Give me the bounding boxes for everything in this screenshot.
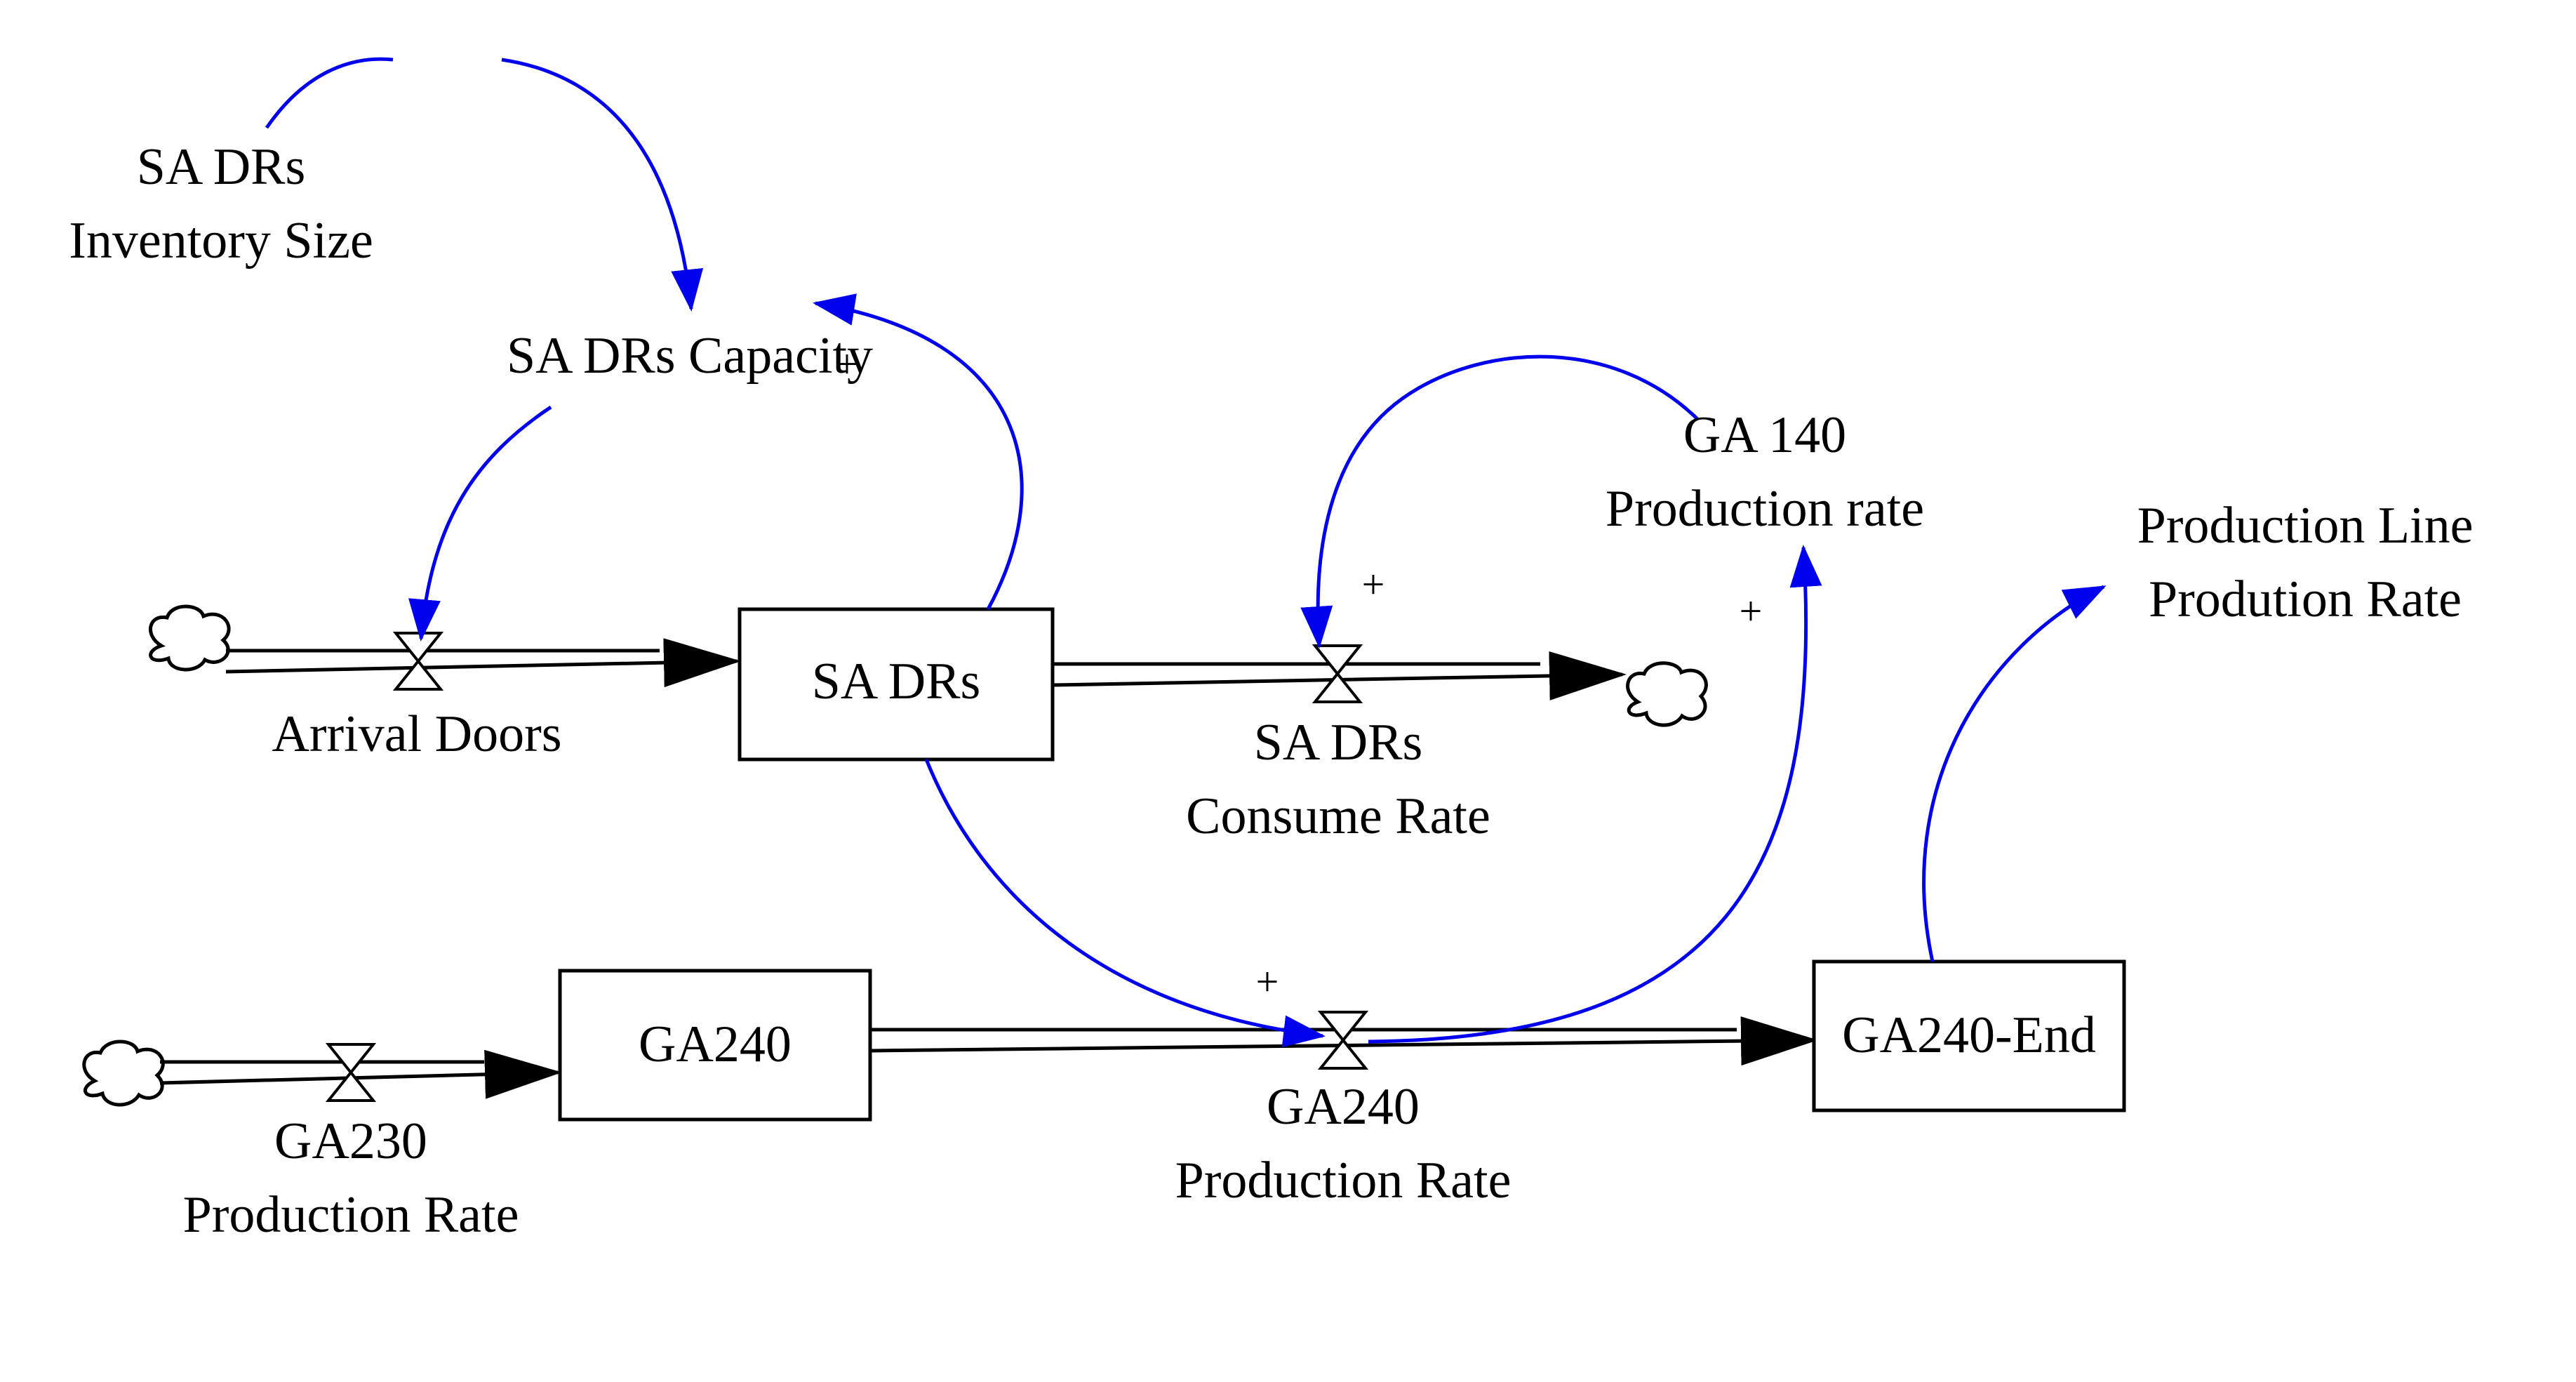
- variable-label-line: Production rate: [1606, 480, 1924, 538]
- link-ga240-prod-to-ga140: [1368, 545, 1822, 1044]
- link-inventory-to-capacity: [265, 57, 691, 309]
- variable-ga140-production-rate[interactable]: GA 140 Production rate: [1606, 406, 1924, 538]
- link-ga140-to-consume: [1300, 354, 1700, 649]
- flow-ga230-production-rate[interactable]: GA230 Production Rate: [183, 1112, 519, 1244]
- variable-sa-drs-capacity[interactable]: SA DRs Capacity: [507, 327, 873, 385]
- variable-label-line: Prodution Rate: [2149, 571, 2462, 628]
- cloud-sink-icon: [1626, 661, 1708, 727]
- flow-label-line: Consume Rate: [1186, 788, 1490, 845]
- variable-label-line: Production Line: [2137, 497, 2474, 554]
- flow-label-line: SA DRs: [1254, 714, 1423, 771]
- variable-label-line: SA DRs Capacity: [507, 327, 873, 385]
- cloud-source-icon: [82, 1039, 165, 1107]
- polarity-sign: +: [1362, 562, 1385, 607]
- polarity-sign: +: [836, 341, 859, 387]
- link-capacity-to-arrival: [408, 405, 552, 642]
- variable-label-line: GA 140: [1683, 406, 1846, 464]
- flow-pipe-arrival: [225, 638, 741, 688]
- stock-sa-drs[interactable]: SA DRs: [738, 607, 1055, 762]
- valve-icon[interactable]: [325, 1043, 377, 1102]
- polarity-sign: +: [1740, 588, 1763, 634]
- valve-icon[interactable]: [392, 632, 444, 691]
- stock-ga240-end[interactable]: GA240-End: [1812, 959, 2126, 1112]
- flow-arrival-doors[interactable]: Arrival Doors: [272, 705, 561, 763]
- variable-production-line-rate[interactable]: Production Line Prodution Rate: [2137, 497, 2474, 628]
- stock-ga240-end-label: GA240-End: [1842, 1006, 2096, 1064]
- link-ga240-end-to-production-line: [1922, 585, 2107, 962]
- valve-icon[interactable]: [1317, 1011, 1369, 1070]
- polarity-sign: +: [1256, 959, 1279, 1004]
- stock-ga240[interactable]: GA240: [558, 969, 872, 1122]
- valve-icon[interactable]: [1312, 644, 1363, 703]
- flow-label-line: Production Rate: [1175, 1152, 1511, 1209]
- flow-sa-drs-consume-rate[interactable]: SA DRs Consume Rate: [1186, 714, 1490, 845]
- variable-sa-drs-inventory-size[interactable]: SA DRs Inventory Size: [69, 138, 373, 270]
- flow-ga240-production-rate[interactable]: GA240 Production Rate: [1175, 1078, 1511, 1209]
- flow-pipe-ga230: [159, 1049, 562, 1099]
- link-sa-drs-to-ga240-prod: [924, 759, 1326, 1048]
- variable-label-line: SA DRs: [137, 138, 306, 196]
- stock-ga240-label: GA240: [639, 1016, 792, 1073]
- flow-label-line: Arrival Doors: [272, 705, 561, 763]
- link-sa-drs-to-capacity: [813, 293, 1024, 611]
- flow-label-line: GA240: [1267, 1078, 1420, 1136]
- flow-label-line: Production Rate: [183, 1186, 519, 1244]
- cloud-source-icon: [149, 604, 231, 672]
- stock-sa-drs-label: SA DRs: [812, 653, 981, 710]
- variable-label-line: Inventory Size: [69, 212, 373, 270]
- flow-label-line: GA230: [274, 1112, 427, 1170]
